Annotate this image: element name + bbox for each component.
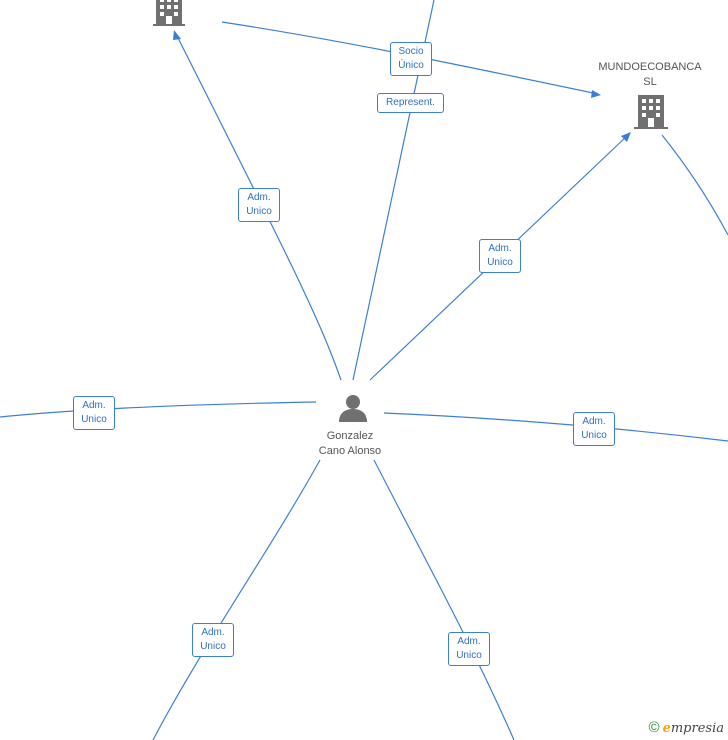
edge-adm-unico-right — [383, 412, 728, 442]
person-name-line1: Gonzalez — [326, 430, 374, 442]
logo-e: e — [662, 721, 671, 736]
edge-adm-unico-bottom-left — [152, 459, 321, 740]
edge-label-socio-unico[interactable]: Socio Único — [390, 42, 432, 76]
building-icon[interactable] — [634, 95, 668, 131]
arrowhead — [173, 30, 181, 40]
edge-label-line2: Único — [398, 60, 424, 71]
edge-label-line2: Unico — [456, 650, 482, 661]
copyright-icon: © — [648, 719, 660, 736]
edge-label-line2: Unico — [246, 206, 272, 217]
edge-label-line2: Unico — [487, 257, 513, 268]
company-name-line1: MUNDOECOBANCA — [598, 61, 702, 73]
edge-label-line1: Adm. — [582, 416, 606, 427]
edge-label-line2: Unico — [581, 430, 607, 441]
edge-label-line2: Unico — [200, 641, 226, 652]
edge-label-line1: Socio — [398, 46, 424, 57]
edge-label-adm-unico-bottom-right[interactable]: Adm. Unico — [448, 632, 490, 666]
company-name-label[interactable]: MUNDOECOBANCA SL — [596, 60, 704, 90]
edge-label-line1: Adm. — [488, 243, 512, 254]
edge-label-line1: Adm. — [247, 192, 271, 203]
building-icon[interactable] — [153, 0, 185, 28]
edge-label-adm-unico-bottom-left[interactable]: Adm. Unico — [192, 623, 234, 657]
edge-adm-unico-top-left — [175, 33, 342, 381]
edge-label-adm-unico-mundoecobanca[interactable]: Adm. Unico — [479, 239, 521, 273]
empresia-logo: ©empresia — [649, 719, 724, 736]
edge-adm-unico-left — [0, 401, 317, 418]
edge-label-line2: Unico — [81, 414, 107, 425]
person-icon[interactable] — [337, 393, 369, 423]
edge-label-line1: Represent. — [386, 97, 435, 108]
company-name-line2: SL — [643, 76, 657, 88]
edge-label-adm-unico-top-left[interactable]: Adm. Unico — [238, 188, 280, 222]
person-name-line2: Cano Alonso — [318, 445, 382, 457]
edge-label-represent[interactable]: Represent. — [377, 93, 444, 113]
logo-text: mpresia — [670, 721, 724, 736]
edge-adm-unico-bottom-right — [373, 459, 515, 740]
person-name-label[interactable]: Gonzalez Cano Alonso — [300, 429, 400, 459]
edge-mundoecobanca-offscreen — [661, 134, 728, 236]
edge-label-adm-unico-left[interactable]: Adm. Unico — [73, 396, 115, 430]
edge-label-line1: Adm. — [82, 400, 106, 411]
edge-label-line1: Adm. — [457, 636, 481, 647]
arrowhead — [621, 132, 631, 142]
arrowhead — [591, 90, 601, 98]
edge-label-adm-unico-right[interactable]: Adm. Unico — [573, 412, 615, 446]
edge-label-line1: Adm. — [201, 627, 225, 638]
